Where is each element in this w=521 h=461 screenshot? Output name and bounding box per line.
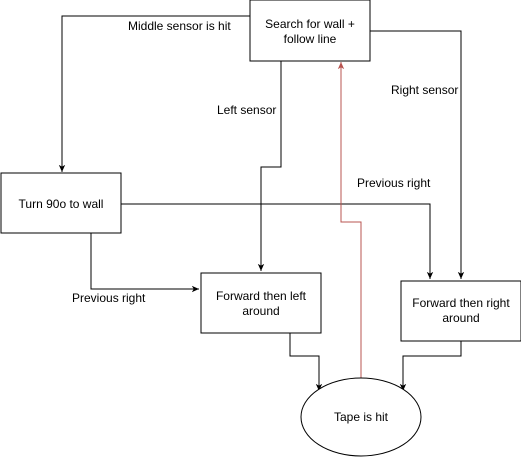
node-forward-right-line-2: around [442,311,479,325]
node-turn: Turn 90o to wall [0,172,122,234]
edge-forward-left-to-tape [289,333,323,391]
label-left-sensor: Left sensor [217,103,276,117]
edge-turn-to-forward-left [90,233,199,293]
edge-forward-right-to-tape [399,341,462,391]
label-previous-right-lower: Previous right [72,291,146,305]
label-previous-right-upper: Previous right [357,176,431,190]
node-turn-label: Turn 90o to wall [19,197,104,211]
node-search: Search for wall + follow line [249,0,371,62]
node-tape-label: Tape is hit [334,410,389,424]
edge-search-to-forward-right [370,30,465,279]
node-tape: Tape is hit [300,377,422,457]
edge-search-to-forward-left [257,61,282,271]
node-forward-left: Forward then left around [200,272,322,334]
edge-tape-to-search [337,62,362,379]
node-forward-right: Forward then right around [400,280,521,342]
node-forward-left-line-1: Forward then left [216,289,307,303]
node-forward-left-line-2: around [242,304,279,318]
label-right-sensor: Right sensor [391,83,458,97]
node-search-line-1: Search for wall + [265,17,355,31]
edge-search-to-turn [58,15,250,172]
label-middle-sensor: Middle sensor is hit [128,19,231,33]
edge-turn-to-forward-right [121,203,434,279]
node-search-line-2: follow line [284,32,337,46]
node-forward-right-line-1: Forward then right [412,296,510,310]
